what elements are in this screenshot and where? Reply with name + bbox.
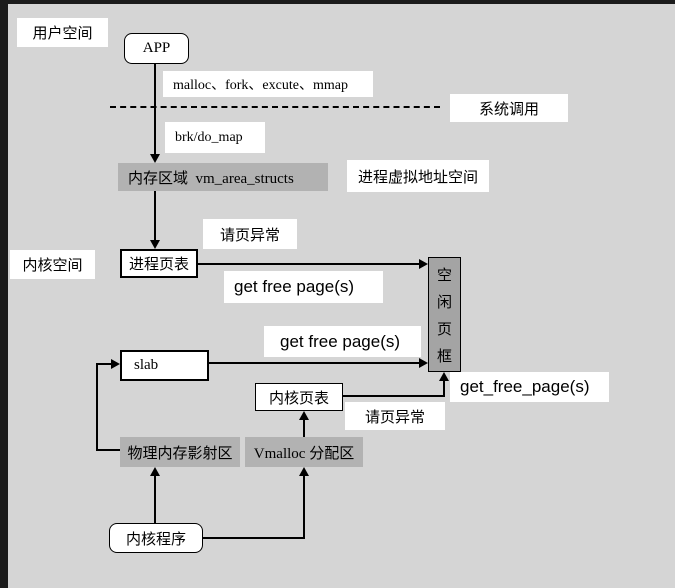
node-slab: slab: [120, 350, 209, 381]
edge-memory-area-to-process-page-table: [154, 191, 156, 240]
arrowhead-into-memory-area: [150, 154, 160, 163]
edge-vmalloc-to-kernel-page-table: [303, 420, 305, 437]
arrowhead-into-physical-map: [150, 467, 160, 476]
arrowhead-into-slab: [111, 359, 120, 369]
edge-kernel-program-to-vmalloc-horizontal: [203, 537, 305, 539]
edge-app-to-memory-area: [154, 64, 156, 155]
label-syscall-apis: malloc、fork、excute、mmap: [163, 71, 373, 97]
label-page-fault-upper-text: 请页异常: [219, 227, 280, 244]
label-page-fault-lower-text: 请页异常: [364, 409, 425, 426]
node-kernel-page-table-text: 内核页表: [268, 390, 329, 407]
arrowhead-into-process-page-table: [150, 240, 160, 249]
label-system-call-text: 系统调用: [478, 101, 539, 118]
node-memory-area-text: 内存区域 vm_area_structs: [128, 170, 294, 187]
edge-physical-map-to-slab-vertical: [96, 363, 98, 451]
edge-process-page-table-to-free-frames: [198, 263, 420, 265]
label-user-space-text: 用户空间: [32, 26, 93, 42]
label-get-free-pages-lower: get free page(s): [264, 326, 421, 357]
frame-left-strip: [0, 0, 8, 588]
node-process-page-table: 进程页表: [120, 249, 198, 278]
label-get-free-pages-lower-text: get free page(s): [280, 331, 401, 351]
label-brk-do-map: brk/do_map: [165, 122, 265, 153]
node-kernel-program-text: 内核程序: [125, 531, 186, 548]
node-memory-area-vm-area-structs: 内存区域 vm_area_structs: [118, 163, 328, 191]
label-system-call: 系统调用: [450, 94, 568, 122]
node-process-page-table-text: 进程页表: [128, 257, 189, 273]
label-process-vas-text: 进程虚拟地址空间: [357, 169, 478, 186]
node-physical-memory-map-text: 物理内存影射区: [127, 445, 233, 462]
node-kernel-page-table: 内核页表: [255, 383, 343, 411]
label-syscall-apis-text: malloc、fork、excute、mmap: [173, 78, 348, 93]
label-user-space: 用户空间: [17, 18, 108, 47]
label-get-free-pages-upper-text: get free page(s): [234, 277, 355, 296]
node-kernel-program: 内核程序: [109, 523, 203, 553]
label-kernel-space-text: 内核空间: [22, 258, 83, 274]
label-page-fault-upper: 请页异常: [203, 219, 297, 249]
label-process-virtual-address-space: 进程虚拟地址空间: [347, 160, 489, 192]
edge-slab-to-free-frames: [209, 362, 420, 364]
edge-kernel-page-table-to-free-frames-vertical: [443, 381, 445, 397]
edge-kernel-page-table-to-free-frames-horizontal: [343, 395, 444, 397]
node-vmalloc-area-text: Vmalloc 分配区: [253, 445, 355, 462]
user-kernel-boundary-dashed-line: [110, 106, 440, 108]
arrowhead-into-kernel-page-table: [299, 411, 309, 420]
node-free-page-frames: 空闲页框: [428, 257, 461, 372]
arrowhead-into-free-frames-top: [419, 259, 428, 269]
edge-kernel-program-to-physical-map: [154, 476, 156, 523]
arrowhead-into-free-frames-bottom: [419, 358, 428, 368]
label-get-free-pages-upper: get free page(s): [224, 271, 383, 303]
arrowhead-into-vmalloc-area: [299, 467, 309, 476]
label-get-free-page-call: get_free_page(s): [450, 372, 609, 402]
node-slab-text: slab: [134, 357, 159, 373]
label-get-free-page-call-text: get_free_page(s): [460, 377, 590, 396]
edge-physical-map-to-slab-stub: [97, 449, 120, 451]
node-physical-memory-map-area: 物理内存影射区: [120, 437, 240, 467]
edge-kernel-program-to-vmalloc-vertical: [303, 476, 305, 539]
frame-top-strip: [0, 0, 675, 4]
label-page-fault-lower: 请页异常: [345, 402, 445, 430]
edge-physical-map-to-slab-horizontal: [97, 363, 111, 365]
label-kernel-space: 内核空间: [10, 250, 95, 279]
node-vmalloc-area: Vmalloc 分配区: [245, 437, 363, 467]
label-brk-do-map-text: brk/do_map: [175, 129, 243, 145]
arrowhead-into-free-frames-underside: [439, 372, 449, 381]
node-app: APP: [124, 33, 189, 64]
node-app-text: APP: [142, 40, 171, 56]
